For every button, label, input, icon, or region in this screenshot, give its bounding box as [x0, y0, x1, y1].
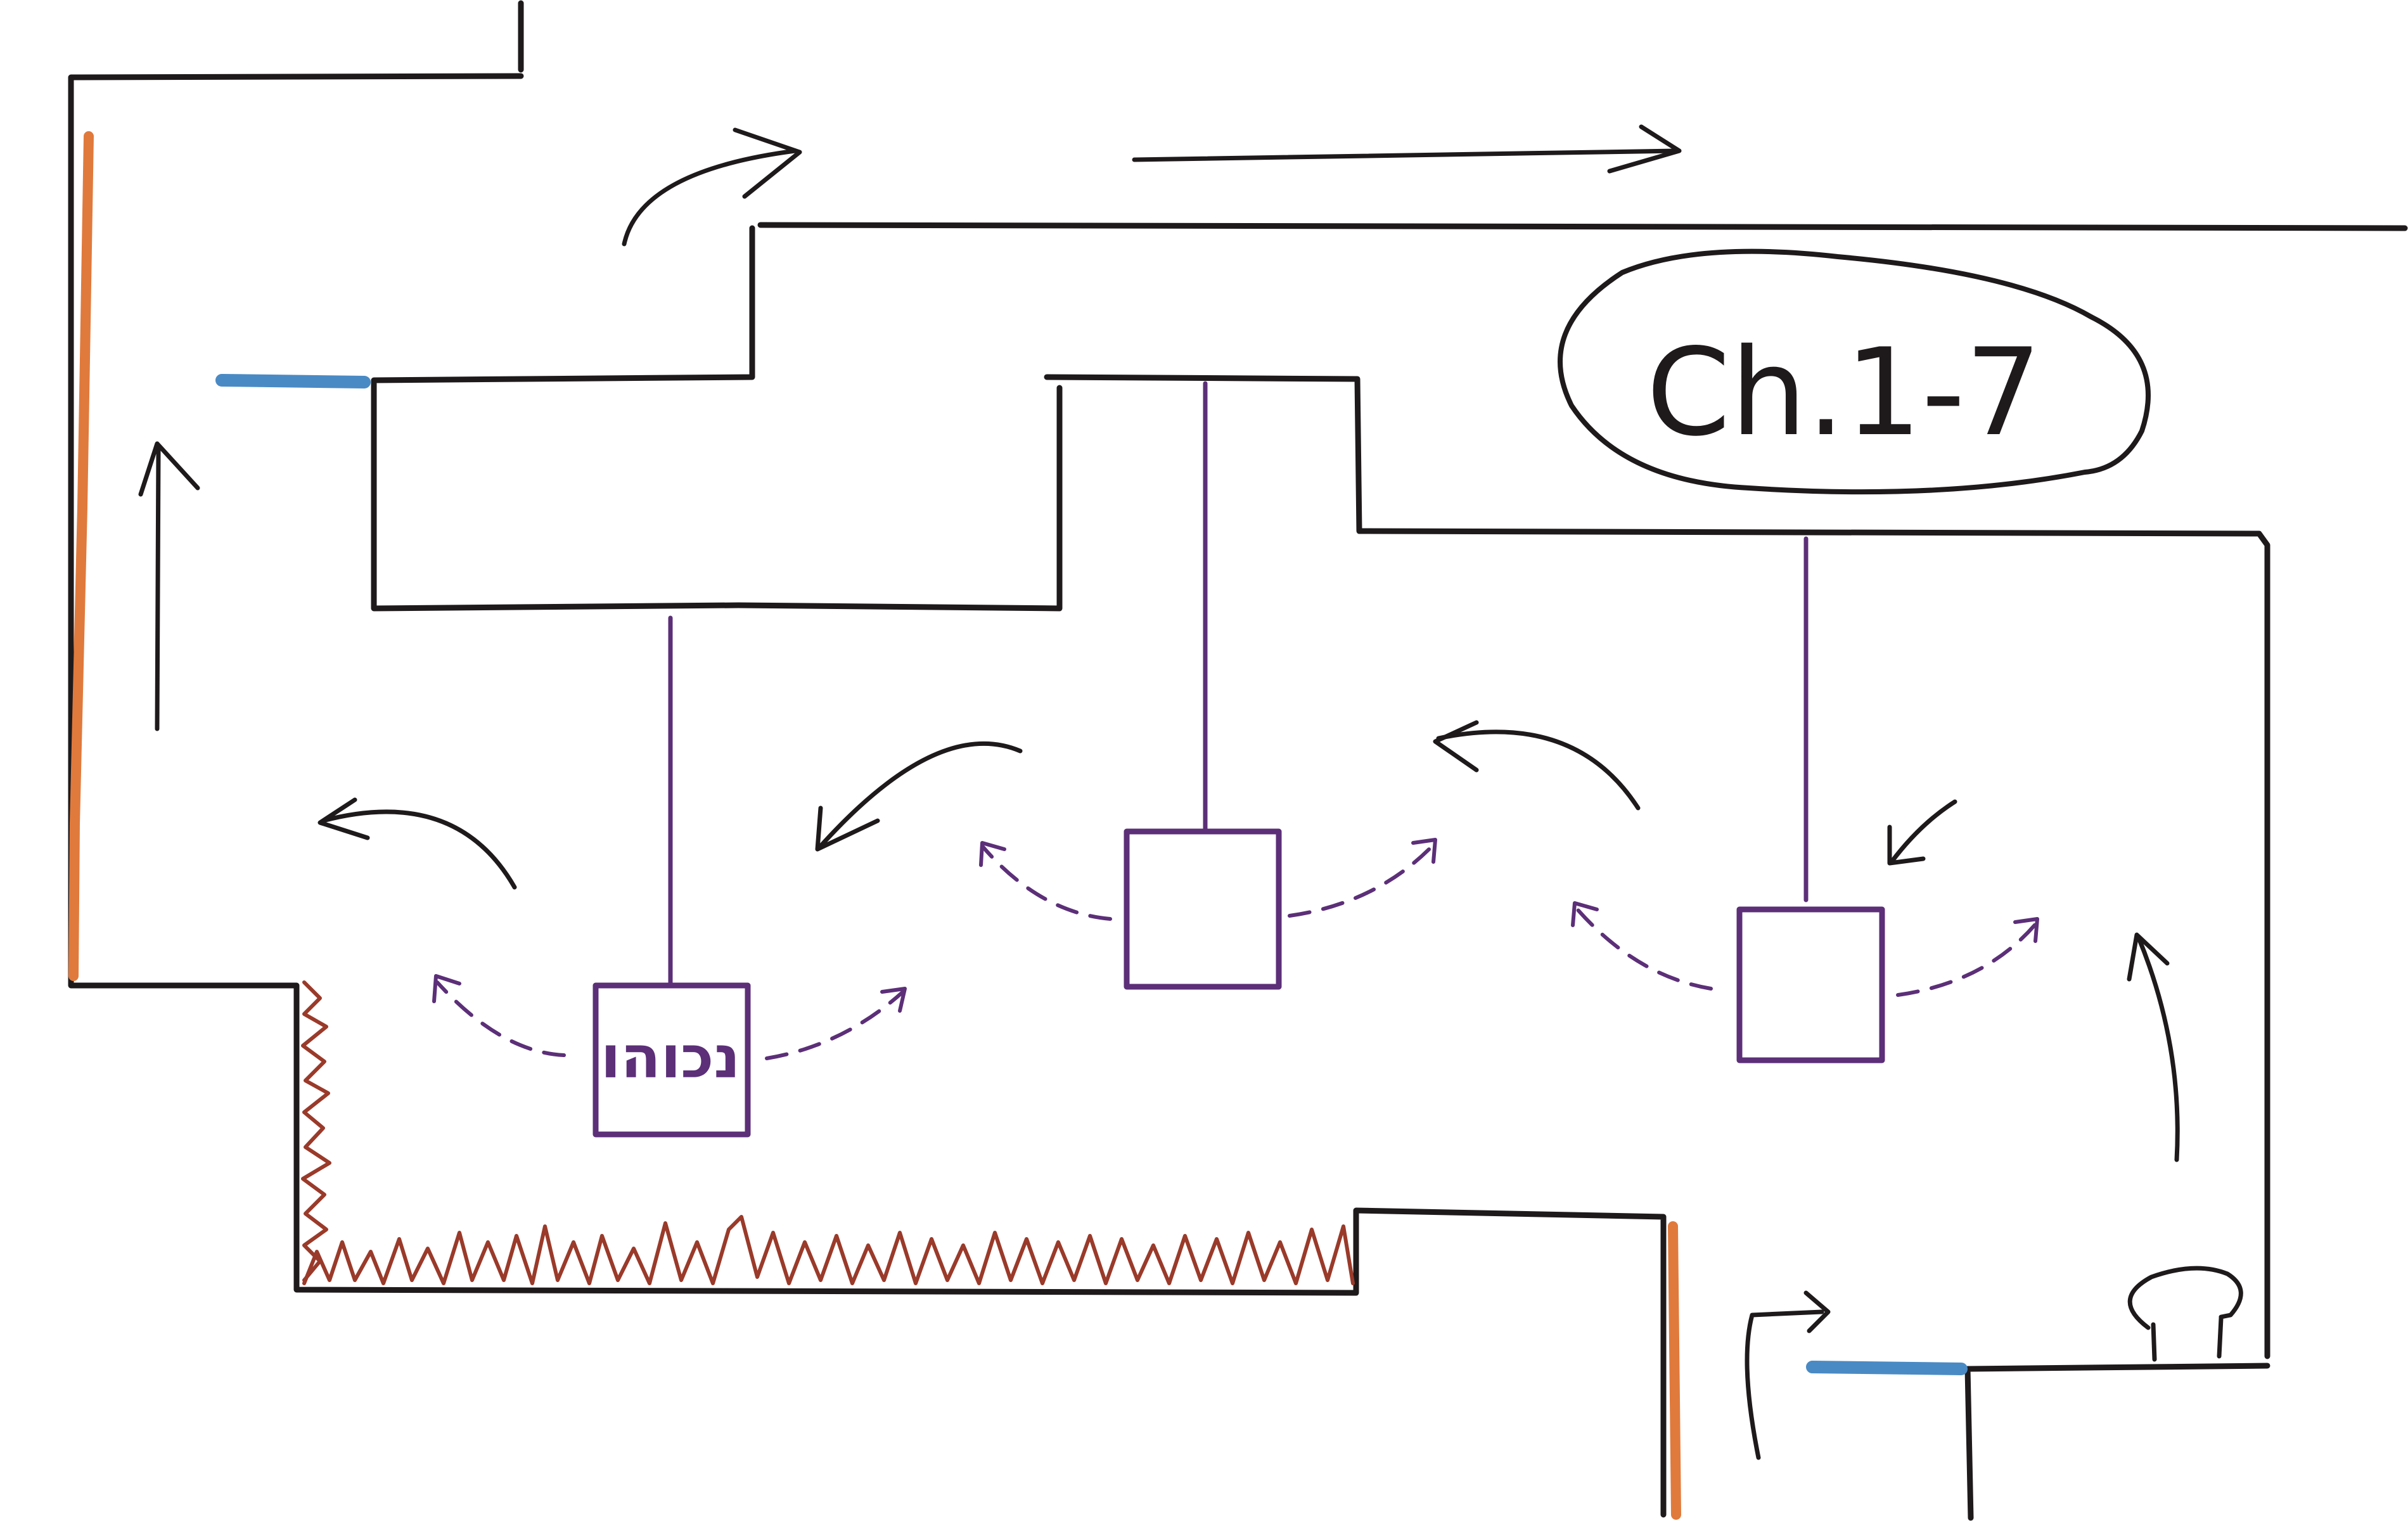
arrow-jump-3-2-head — [1433, 720, 1479, 773]
water-strip-top — [215, 374, 371, 388]
swing-path-2-right — [1288, 841, 1437, 918]
crate-1-label: נכוהו — [601, 1024, 740, 1091]
arrow-right-rise-head — [2127, 932, 2170, 982]
checkpoint-stem-left — [2151, 1322, 2157, 1362]
arrow-right-rise — [2136, 935, 2180, 1162]
lava-wall-right — [1668, 1221, 1681, 1520]
swing-path-1-right — [765, 990, 905, 1060]
thorns-floor — [302, 1215, 1355, 1285]
swing-path-2-left — [980, 844, 1112, 921]
wall-upper-ledge — [371, 225, 1063, 612]
swinging-crates: נכוהו — [592, 381, 1885, 1138]
arrow-left-climb-head — [138, 441, 200, 497]
swing-head-2-left — [979, 841, 1006, 867]
swing-paths — [432, 838, 2039, 1060]
arrow-jump-1-left — [321, 809, 517, 890]
checkpoint-icon — [2127, 1266, 2243, 1362]
crate-2 — [1124, 828, 1282, 990]
arrow-top-hop — [622, 148, 798, 247]
checkpoint-cap — [2127, 1266, 2243, 1330]
swing-head-3-left — [1571, 901, 1599, 927]
arrow-entry-head — [1803, 1290, 1831, 1333]
arrow-jump-2-1 — [818, 741, 1023, 849]
arrow-jump-1-left-head — [317, 797, 370, 840]
swing-path-3-right — [1896, 920, 2039, 997]
swing-head-1-left — [432, 974, 461, 1003]
wall-center-block — [1044, 374, 2270, 1359]
crate-1 — [592, 982, 751, 1138]
chapter-bubble — [1558, 248, 2151, 495]
arrow-crate3-in — [1889, 799, 1957, 864]
chapter-label: Ch.1-7 — [1558, 248, 2151, 495]
swing-head-3-right — [2013, 917, 2039, 943]
level-walls — [68, 0, 2408, 1521]
arrow-entry-up — [1745, 1309, 1824, 1460]
arrow-left-climb — [155, 447, 161, 731]
arrow-jump-3-2 — [1436, 729, 1641, 811]
hazards — [68, 131, 1968, 1520]
checkpoint-stem-right — [2217, 1316, 2224, 1359]
arrow-exit-right — [1132, 148, 1679, 162]
wall-outer-left — [68, 0, 1667, 1518]
arrow-top-hop-head — [733, 127, 802, 199]
wall-exit-ledge — [1964, 1363, 2270, 1521]
swing-path-3-left — [1573, 904, 1713, 991]
lava-wall-left — [68, 131, 94, 981]
thorns-left-wall — [301, 980, 331, 1282]
chapter-label-text: Ch.1-7 — [1646, 323, 2042, 463]
crate-3 — [1736, 906, 1885, 1063]
flow-arrows — [138, 124, 2180, 1460]
arrow-crate3-in-head — [1887, 825, 1926, 866]
water-strip-bottom — [1806, 1361, 1968, 1375]
wall-ceiling — [757, 222, 2408, 231]
swing-path-1-left — [435, 980, 566, 1057]
swing-head-1-right — [880, 987, 907, 1013]
swing-head-2-right — [1411, 838, 1437, 864]
arrow-jump-2-1-head — [815, 805, 880, 852]
arrow-exit-right-head — [1607, 124, 1682, 174]
